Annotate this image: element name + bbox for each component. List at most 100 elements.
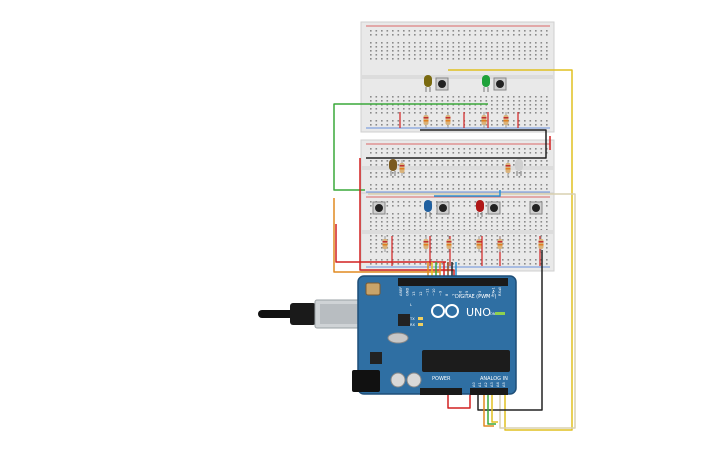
breadboard-hole xyxy=(381,46,383,48)
breadboard-hole xyxy=(474,30,477,32)
breadboard-hole xyxy=(392,243,394,245)
breadboard-hole xyxy=(463,259,466,261)
push-button[interactable] xyxy=(529,201,543,215)
breadboard-hole xyxy=(540,108,543,110)
breadboard-hole xyxy=(458,104,460,106)
breadboard-hole xyxy=(518,259,521,261)
board-led-label: RX xyxy=(410,323,415,327)
breadboard-hole xyxy=(474,235,477,237)
breadboard-hole xyxy=(441,229,444,231)
digital-pin-label: 8 xyxy=(445,293,449,296)
breadboard-hole xyxy=(485,104,488,106)
breadboard-hole xyxy=(540,172,543,174)
breadboard-hole xyxy=(546,58,548,60)
breadboard-hole xyxy=(524,46,526,48)
breadboard-hole xyxy=(463,100,466,102)
breadboard-hole xyxy=(425,235,427,237)
breadboard-hole xyxy=(414,221,416,223)
breadboard-hole xyxy=(540,229,543,231)
breadboard-hole xyxy=(370,96,372,98)
breadboard-hole xyxy=(485,235,488,237)
breadboard-hole xyxy=(518,251,521,253)
breadboard-hole xyxy=(381,50,383,52)
digital-pin-label: ~11 xyxy=(425,288,429,296)
breadboard-hole xyxy=(381,221,383,223)
push-button[interactable] xyxy=(372,201,386,215)
breadboard-hole xyxy=(485,184,488,186)
breadboard-hole xyxy=(502,54,504,56)
breadboard-hole xyxy=(463,96,466,98)
breadboard-hole xyxy=(469,58,471,60)
breadboard-hole xyxy=(485,259,488,261)
breadboard-hole xyxy=(452,42,455,44)
breadboard-hole xyxy=(540,112,543,114)
push-button[interactable] xyxy=(436,201,450,215)
breadboard-hole xyxy=(507,225,510,227)
breadboard-hole xyxy=(524,160,526,162)
breadboard-hole xyxy=(430,221,433,223)
breadboard-hole xyxy=(529,172,532,174)
led-white xyxy=(515,159,523,176)
breadboard-hole xyxy=(485,100,488,102)
breadboard-hole xyxy=(370,184,372,186)
breadboard-hole xyxy=(408,112,411,114)
breadboard-hole xyxy=(386,251,389,253)
push-button[interactable] xyxy=(435,77,449,91)
breadboard-hole xyxy=(397,100,400,102)
breadboard-hole xyxy=(408,225,411,227)
breadboard-hole xyxy=(419,229,422,231)
breadboard-hole xyxy=(381,172,383,174)
breadboard-hole xyxy=(452,104,455,106)
breadboard-hole xyxy=(491,243,493,245)
breadboard-hole xyxy=(496,176,499,178)
breadboard-hole xyxy=(375,164,378,166)
breadboard-hole xyxy=(546,46,548,48)
breadboard-hole xyxy=(546,148,548,150)
reset-button[interactable] xyxy=(365,282,381,296)
breadboard-hole xyxy=(403,225,405,227)
breadboard-hole xyxy=(397,239,400,241)
breadboard-hole xyxy=(469,201,471,203)
breadboard-hole xyxy=(408,34,411,36)
resistor-band xyxy=(445,120,451,122)
breadboard-hole xyxy=(485,108,488,110)
breadboard-hole xyxy=(452,201,455,203)
breadboard-hole xyxy=(430,259,433,261)
resistor xyxy=(445,112,451,128)
breadboard-hole xyxy=(452,176,455,178)
resistor-band xyxy=(382,244,388,246)
digital-pin-label: ~5 xyxy=(465,291,469,296)
breadboard-hole xyxy=(474,112,477,114)
breadboard-hole xyxy=(381,188,383,190)
breadboard-hole xyxy=(513,184,515,186)
breadboard-hole xyxy=(485,46,488,48)
breadboard-hole xyxy=(513,58,515,60)
breadboard-hole xyxy=(507,229,510,231)
breadboard-hole xyxy=(419,46,422,48)
breadboard-hole xyxy=(414,217,416,219)
push-button[interactable] xyxy=(493,77,507,91)
breadboard-hole xyxy=(507,217,510,219)
breadboard-hole xyxy=(447,104,449,106)
breadboard-hole xyxy=(463,176,466,178)
breadboard-hole xyxy=(524,96,526,98)
button-cap xyxy=(438,80,446,88)
breadboard-hole xyxy=(392,247,394,249)
led-brown xyxy=(389,159,397,176)
breadboard-hole xyxy=(469,235,471,237)
breadboard-hole xyxy=(458,259,460,261)
push-button[interactable] xyxy=(487,201,501,215)
breadboard-hole xyxy=(463,160,466,162)
breadboard-hole xyxy=(403,205,405,207)
led-body xyxy=(482,75,490,87)
breadboard-hole xyxy=(392,205,394,207)
breadboard-hole xyxy=(480,46,482,48)
breadboard-hole xyxy=(419,30,422,32)
breadboard-hole xyxy=(463,225,466,227)
breadboard-hole xyxy=(463,34,466,36)
breadboard-hole xyxy=(474,229,477,231)
breadboard-hole xyxy=(375,217,378,219)
breadboard-hole xyxy=(529,239,532,241)
